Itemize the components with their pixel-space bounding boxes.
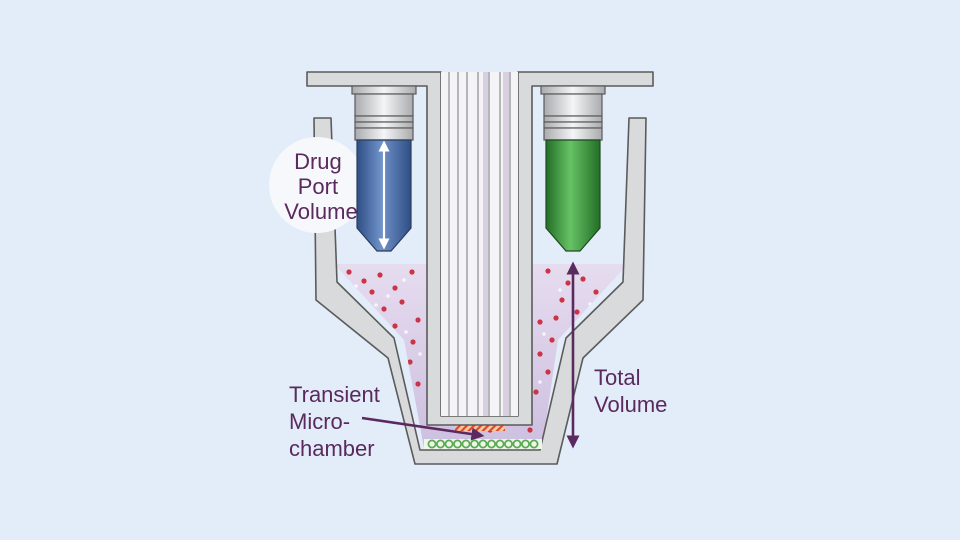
total-volume-label: Total Volume — [594, 365, 667, 417]
sensor-spot — [455, 422, 505, 431]
drug-port-highlight — [269, 137, 365, 233]
well-wall — [313, 117, 647, 465]
microchamber-arrow — [361, 416, 485, 441]
drug-port-green — [540, 85, 606, 252]
drug-port-blue — [351, 85, 417, 252]
microchamber-label: Transient Micro- chamber — [289, 382, 386, 461]
sensor-probe — [441, 72, 518, 416]
drug-port-volume-label: Drug Port Volume — [284, 149, 357, 224]
cell-monolayer — [424, 439, 542, 449]
